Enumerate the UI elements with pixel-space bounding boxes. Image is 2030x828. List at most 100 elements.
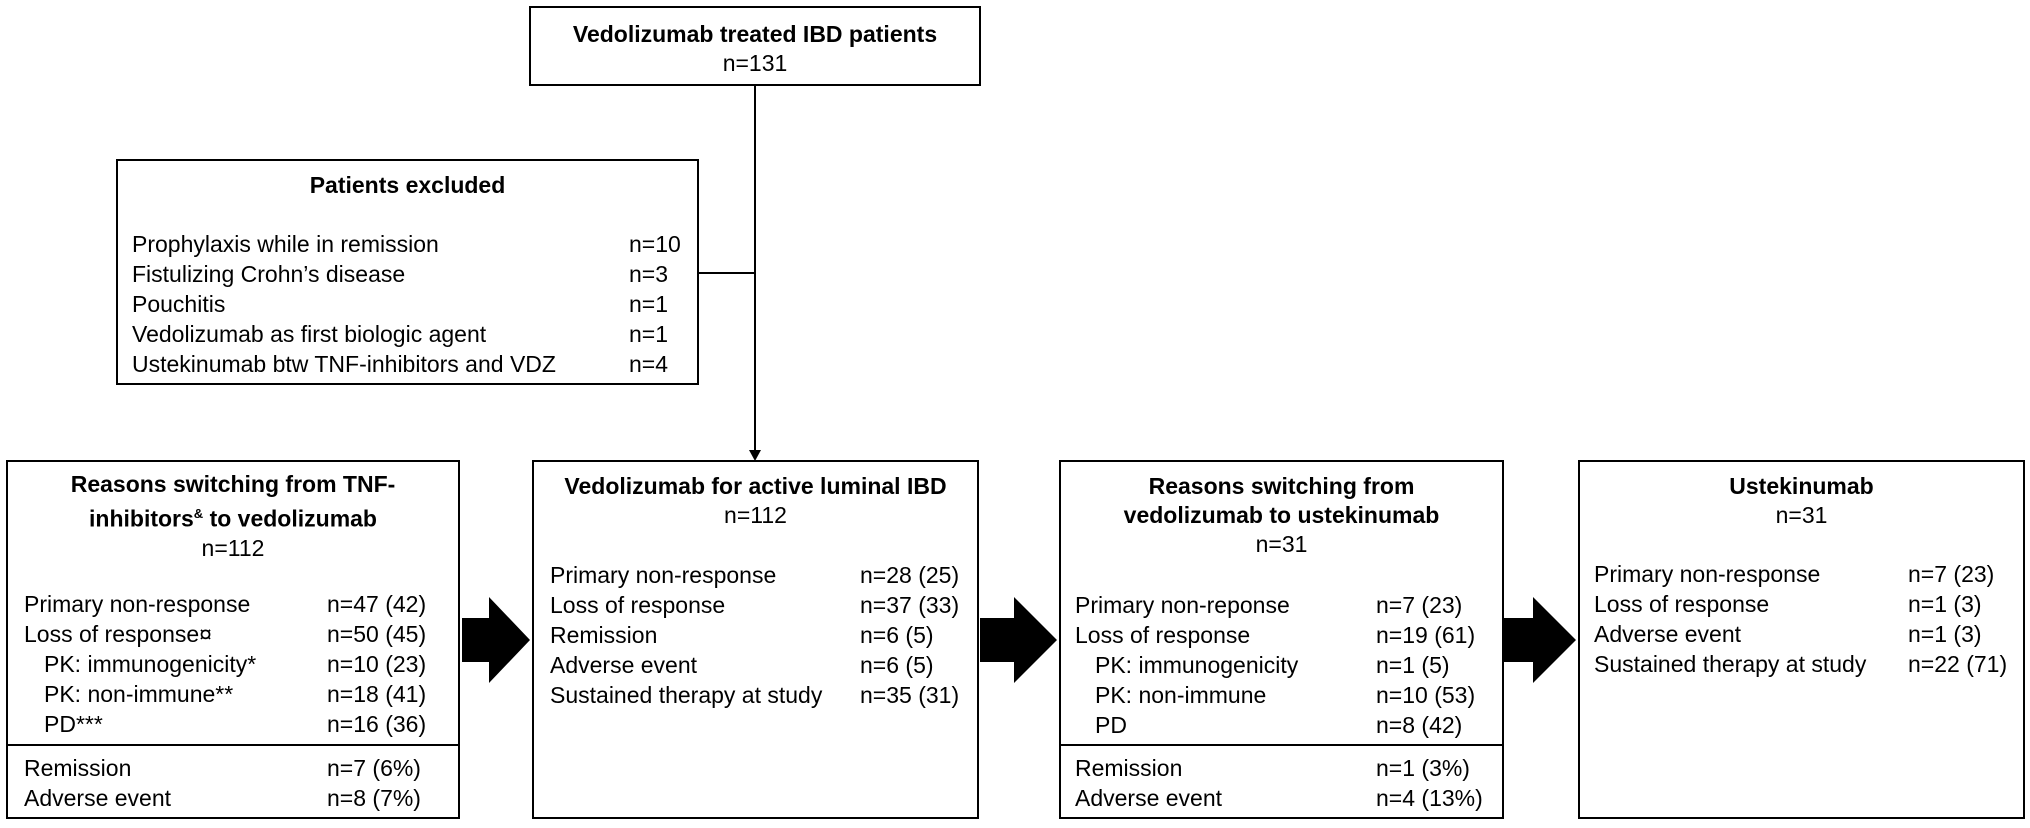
item-label: Prophylaxis while in remission	[132, 231, 439, 257]
item-label: Primary non-response	[24, 591, 251, 617]
list-item: Pouchitis n=1	[132, 289, 687, 319]
ust-switch-other-list: Remission n=1 (3%) Adverse event n=4 (13%)	[1075, 753, 1495, 813]
list-item: Prophylaxis while in remission n=10	[132, 229, 687, 259]
ust-switch-title-line1: Reasons switching from	[1148, 473, 1415, 499]
top-box-title: Vedolizumab treated IBD patients	[572, 21, 938, 47]
list-item: Loss of response n=19 (61)	[1075, 620, 1495, 650]
item-value: n=7 (6%)	[327, 755, 421, 781]
item-value: n=1	[629, 321, 669, 347]
top-box: Vedolizumab treated IBD patients n=131	[529, 6, 981, 86]
tnf-title-sup: &	[193, 506, 204, 521]
block-arrow-2	[980, 597, 1057, 683]
item-value: n=4 (13%)	[1376, 785, 1483, 811]
item-label: Remission	[550, 622, 658, 648]
list-item: Remission n=7 (6%)	[24, 753, 444, 783]
item-label: Loss of response¤	[24, 621, 212, 647]
item-value: n=28 (25)	[860, 562, 960, 588]
item-value: n=10 (53)	[1376, 682, 1476, 708]
list-item: PK: non-immune n=10 (53)	[1075, 680, 1495, 710]
list-item: Adverse event n=4 (13%)	[1075, 783, 1495, 813]
item-value: n=50 (45)	[327, 621, 427, 647]
ust-switch-count: n=31	[1255, 531, 1308, 557]
item-label: Remission	[24, 755, 132, 781]
item-label: Adverse event	[550, 652, 698, 678]
tnf-title-line2: inhibitors& to vedolizumab	[8, 499, 458, 534]
item-value: n=8 (7%)	[327, 785, 421, 811]
item-value: n=10	[629, 231, 681, 257]
item-label: PK: immunogenicity*	[44, 651, 257, 677]
vdz-outcomes-list: Primary non-response n=28 (25) Loss of re…	[550, 560, 970, 710]
ust-switch-reasons-list: Primary non-reponse n=7 (23) Loss of resp…	[1075, 590, 1495, 740]
item-label: Fistulizing Crohn’s disease	[132, 261, 406, 287]
list-item: Primary non-reponse n=7 (23)	[1075, 590, 1495, 620]
tnf-title-line1: Reasons switching from TNF-	[70, 471, 396, 497]
tnf-reasons-list: Primary non-response n=47 (42) Loss of re…	[24, 589, 444, 739]
item-label: Primary non-reponse	[1075, 592, 1290, 618]
item-label: Loss of response	[1594, 591, 1770, 617]
list-item: Fistulizing Crohn’s disease n=3	[132, 259, 687, 289]
list-item: PK: non-immune**n=18 (41)	[24, 679, 444, 709]
item-label: Loss of response	[1075, 622, 1251, 648]
down-arrowhead	[749, 450, 761, 461]
list-item: Loss of response n=37 (33)	[550, 590, 970, 620]
excluded-title: Patients excluded	[309, 172, 506, 198]
item-value: n=19 (61)	[1376, 622, 1476, 648]
item-value: n=1	[629, 291, 669, 317]
item-value: n=16 (36)	[327, 711, 427, 737]
item-value: n=10 (23)	[327, 651, 427, 677]
item-label: Primary non-response	[550, 562, 777, 588]
vdz-box: Vedolizumab for active luminal IBD n=112…	[532, 460, 979, 819]
list-item: Remission n=6 (5)	[550, 620, 970, 650]
item-label: Pouchitis	[132, 291, 226, 317]
list-item: PK: immunogenicity n=1 (5)	[1075, 650, 1495, 680]
item-label: PK: non-immune	[1095, 682, 1267, 708]
item-label: Remission	[1075, 755, 1183, 781]
list-item: Primary non-response n=28 (25)	[550, 560, 970, 590]
item-value: n=1 (3)	[1908, 621, 1982, 647]
tnf-count: n=112	[201, 534, 265, 561]
ust-switch-box: Reasons switching from vedolizumab to us…	[1059, 460, 1504, 819]
item-value: n=1 (3)	[1908, 591, 1982, 617]
item-label: Adverse event	[1594, 621, 1742, 647]
item-value: n=6 (5)	[860, 622, 934, 648]
item-value: n=47 (42)	[327, 591, 427, 617]
item-value: n=37 (33)	[860, 592, 960, 618]
item-label: Loss of response	[550, 592, 726, 618]
item-value: n=22 (71)	[1908, 651, 2008, 677]
list-item: Ustekinumab btw TNF-inhibitors and VDZ n=…	[132, 349, 687, 379]
list-item: Loss of response n=1 (3)	[1594, 589, 2014, 619]
item-label: PK: non-immune**	[44, 681, 234, 707]
tnf-divider	[8, 744, 458, 746]
item-label: Adverse event	[1075, 785, 1223, 811]
tnf-title-main: inhibitors	[89, 505, 194, 532]
list-item: Primary non-response n=47 (42)	[24, 589, 444, 619]
item-value: n=3	[629, 261, 669, 287]
item-label: PD***	[44, 711, 103, 737]
vdz-title: Vedolizumab for active luminal IBD	[564, 473, 947, 499]
list-item: PD*** n=16 (36)	[24, 709, 444, 739]
item-value: n=1 (5)	[1376, 652, 1450, 678]
item-value: n=4	[629, 351, 669, 377]
item-value: n=1 (3%)	[1376, 755, 1470, 781]
ust-switch-divider	[1061, 744, 1502, 746]
item-value: n=7 (23)	[1908, 561, 1995, 587]
item-label: PK: immunogenicity	[1095, 652, 1299, 678]
item-label: Sustained therapy at study	[550, 682, 823, 708]
item-label: Ustekinumab btw TNF-inhibitors and VDZ	[132, 351, 556, 377]
tnf-title-rest: to vedolizumab	[203, 505, 377, 532]
list-item: Sustained therapy at study n=22 (71)	[1594, 649, 2014, 679]
item-label: PD	[1095, 712, 1127, 738]
item-label: Sustained therapy at study	[1594, 651, 1867, 677]
list-item: Loss of response¤ n=50 (45)	[24, 619, 444, 649]
item-value: n=7 (23)	[1376, 592, 1463, 618]
item-label: Vedolizumab as first biologic agent	[132, 321, 487, 347]
tnf-switch-box: Reasons switching from TNF- inhibitors& …	[6, 460, 460, 819]
list-item: Adverse event n=1 (3)	[1594, 619, 2014, 649]
